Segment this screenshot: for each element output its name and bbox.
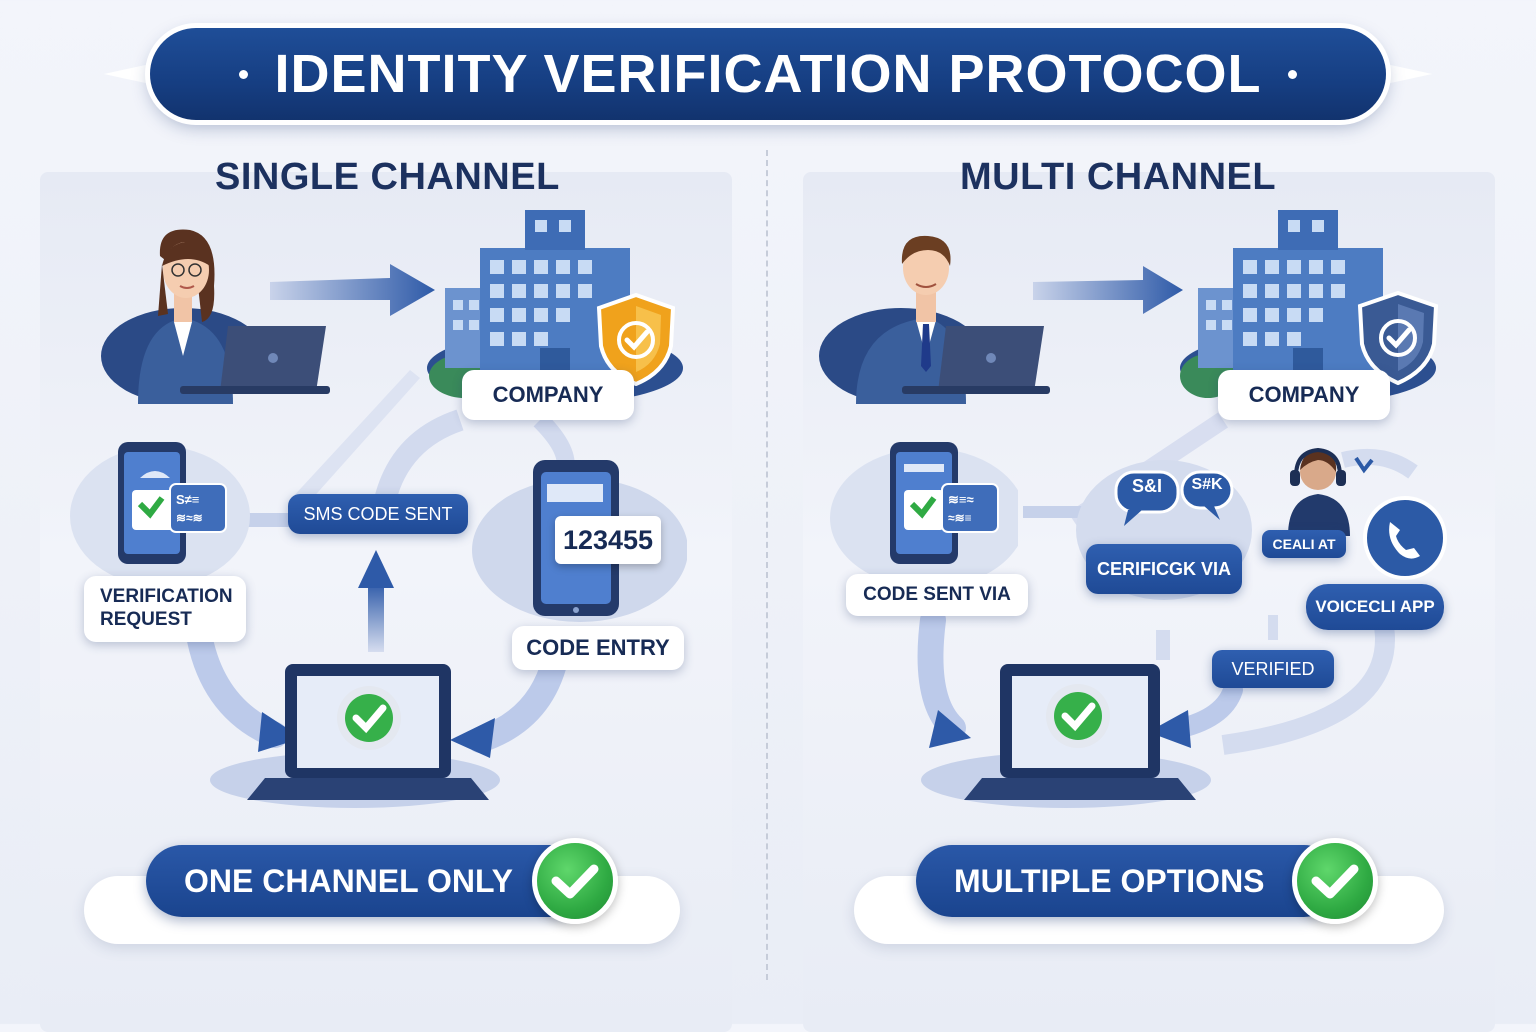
title-ribbon-right: [1386, 64, 1432, 84]
call-agent-icon: [1288, 447, 1374, 536]
company-building-icon-right: [1180, 210, 1436, 404]
page-title: IDENTITY VERIFICATION PROTOCOL: [274, 44, 1262, 104]
svg-text:≋≈≋: ≋≈≋: [176, 511, 203, 525]
svg-text:S≠≡: S≠≡: [176, 492, 199, 507]
chat-bubble-2-text: S#K: [1191, 476, 1223, 493]
man-user-icon: [819, 235, 1050, 404]
center-divider: [766, 150, 768, 980]
verified-laptop-icon: [210, 664, 500, 808]
voice-app-label: VOICECLI APP: [1306, 584, 1444, 630]
verification-request-line2: REQUEST: [100, 609, 192, 630]
single-channel-heading: SINGLE CHANNEL: [215, 156, 560, 198]
voice-phone-icon: [1363, 496, 1447, 580]
svg-text:≋≡≈: ≋≡≈: [948, 492, 974, 507]
code-value-display: 123455: [555, 516, 661, 564]
certified-via-label: CERIFICGK VIA: [1086, 544, 1242, 594]
code-sent-via-label: CODE SENT VIA: [846, 574, 1028, 616]
single-channel-summary: ONE CHANNEL ONLY: [146, 845, 586, 917]
title-dot-right: [1287, 69, 1297, 79]
verification-phone-icon: S≠≡ ≋≈≋: [70, 442, 250, 586]
code-entry-label: CODE ENTRY: [512, 626, 684, 670]
woman-user-icon: [101, 229, 330, 404]
call-agent-label: CEALI AT: [1262, 530, 1346, 558]
verified-laptop-icon-right: [921, 664, 1211, 808]
title-ribbon-left: [104, 64, 150, 84]
title-dot-left: [239, 69, 249, 79]
verification-request-label: VERIFICATION REQUEST: [84, 576, 246, 642]
single-company-label: COMPANY: [462, 370, 634, 420]
multi-company-label: COMPANY: [1218, 370, 1390, 420]
multi-channel-heading: MULTI CHANNEL: [960, 156, 1277, 198]
chat-bubble-1-text: S&I: [1131, 476, 1162, 496]
verification-request-line1: VERIFICATION: [100, 586, 233, 608]
check-badge-icon-right: [1292, 838, 1378, 924]
verified-label: VERIFIED: [1212, 650, 1334, 688]
title-banner: IDENTITY VERIFICATION PROTOCOL: [150, 28, 1386, 120]
check-badge-icon: [532, 838, 618, 924]
blue-shield-icon: [1357, 290, 1439, 386]
code-sent-phone-icon: ≋≡≈ ≈≋≡: [830, 442, 1018, 588]
multi-channel-summary: MULTIPLE OPTIONS: [916, 845, 1340, 917]
orange-shield-icon: [596, 292, 676, 386]
sms-code-sent-label: SMS CODE SENT: [288, 494, 468, 534]
svg-text:≈≋≡: ≈≋≡: [948, 511, 972, 525]
